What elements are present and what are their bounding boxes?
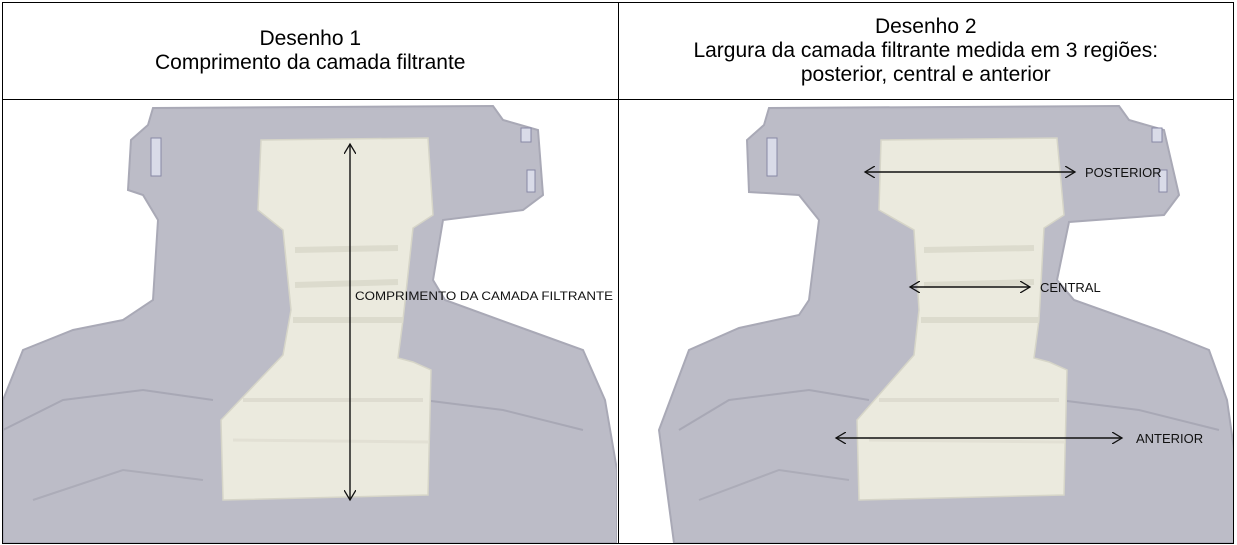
anterior-label: ANTERIOR: [1136, 431, 1203, 446]
drawing2-diaper-photo: POSTERIOR CENTRAL ANTERIOR: [657, 104, 1233, 543]
length-label: COMPRIMENTO DA CAMADA FILTRANTE: [355, 291, 613, 303]
drawing1-subtitle: Comprimento da camada filtrante: [155, 51, 466, 74]
drawing2-subtitle-line1: Largura da camada filtrante medida em 3 …: [693, 39, 1159, 62]
drawing2-subtitle-line2: posterior, central e anterior: [800, 63, 1051, 86]
drawing1-photo-cell: COMPRIMENTO DA CAMADA FILTRANTE: [2, 99, 619, 544]
central-label: CENTRAL: [1040, 280, 1101, 295]
drawing2-title: Desenho 2: [874, 15, 977, 38]
drawing2-photo-cell: POSTERIOR CENTRAL ANTERIOR: [617, 99, 1234, 544]
drawing1-title: Desenho 1: [259, 27, 362, 50]
posterior-label: POSTERIOR: [1085, 165, 1162, 180]
drawing2-header: Desenho 2 Largura da camada filtrante me…: [617, 2, 1234, 100]
drawing1-header: Desenho 1 Comprimento da camada filtrant…: [2, 2, 619, 100]
drawing1-diaper-photo: COMPRIMENTO DA CAMADA FILTRANTE: [3, 104, 617, 543]
